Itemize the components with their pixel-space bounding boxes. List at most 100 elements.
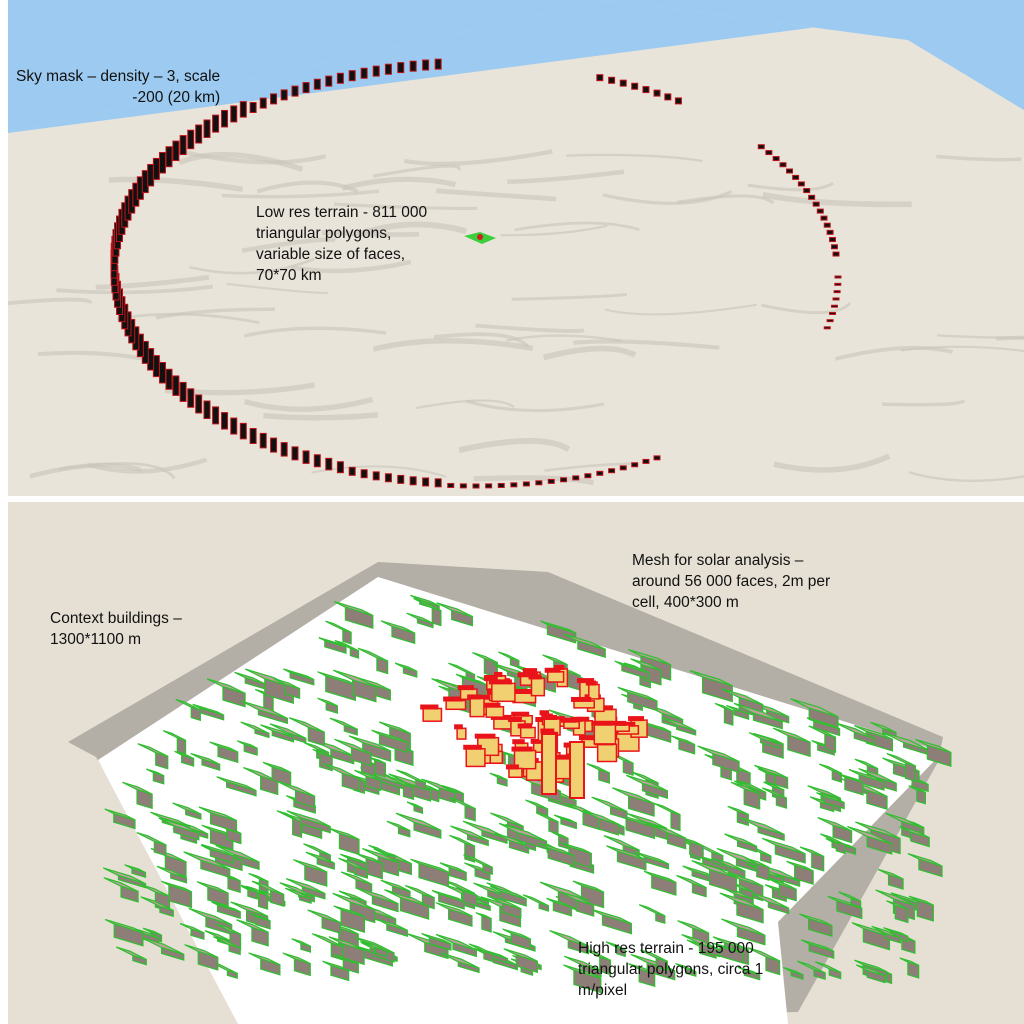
sky-mask-cell (792, 174, 800, 180)
sky-mask-cell (757, 144, 765, 150)
building-roof (560, 891, 594, 906)
building-roof (249, 912, 271, 922)
analysis-roof (454, 724, 463, 730)
building-roof (551, 831, 569, 839)
building-roof (216, 776, 257, 792)
building-roof (174, 750, 194, 760)
building-roof (724, 833, 757, 847)
building-roof (783, 966, 804, 976)
sky-mask-cell (459, 483, 467, 489)
building-roof (260, 724, 294, 738)
sky-mask-cell (152, 355, 160, 378)
sky-mask-cell (302, 82, 310, 94)
relief-line (372, 337, 534, 352)
analysis-roof (511, 746, 533, 752)
sky-mask-cell (826, 319, 834, 323)
building-roof (733, 702, 783, 723)
sky-mask-cell (336, 461, 344, 474)
building-roof (262, 761, 291, 774)
sky-mask-cell (619, 79, 627, 87)
relief-line (602, 189, 733, 205)
building-roof (719, 892, 764, 911)
sky-mask-cell (409, 476, 417, 486)
building-roof (820, 833, 846, 846)
sky-mask-ring (110, 58, 842, 489)
sky-mask-cell (360, 469, 368, 479)
building-roof (712, 936, 749, 951)
relief-line (773, 453, 891, 473)
sky-mask-cell (348, 466, 356, 476)
building-roof (273, 678, 300, 690)
terrain-scene (8, 0, 1024, 496)
building-roof (307, 909, 341, 924)
building-roof (628, 648, 671, 666)
building-roof (269, 723, 307, 739)
analysis-roof (457, 685, 474, 691)
building-roof (854, 959, 887, 973)
analysis-roof (539, 710, 550, 716)
building-roof (537, 842, 575, 857)
building-roof (689, 669, 733, 687)
building-roof (475, 912, 492, 920)
relief-line (177, 148, 327, 165)
building-roof (796, 960, 826, 974)
relief-line (747, 181, 834, 192)
building-roof (449, 834, 475, 847)
building-roof (317, 697, 338, 707)
analysis-roof (585, 680, 597, 686)
analysis-roof (522, 668, 538, 674)
building-roof (318, 637, 347, 648)
building-roof (877, 868, 904, 880)
sky-mask-cell (834, 282, 842, 286)
sky-mask-cell (325, 457, 333, 471)
sky-mask-cell (834, 275, 842, 279)
building-roof (630, 771, 659, 784)
building-roof (591, 796, 628, 813)
building-roof (450, 825, 489, 842)
sky-mask-cell (497, 482, 505, 488)
building-roof (721, 688, 764, 706)
building-roof (288, 717, 325, 733)
building-roof (907, 853, 943, 867)
building-roof (380, 879, 411, 892)
building-roof (103, 867, 146, 885)
analysis-building (456, 727, 467, 740)
analysis-building (491, 682, 516, 703)
building-roof (192, 703, 224, 716)
sky-mask-cell (372, 471, 380, 481)
building-roof (357, 647, 388, 662)
sky-mask-cell (313, 78, 321, 90)
sky-mask-cell (472, 483, 480, 489)
building-roof (606, 845, 647, 861)
building-roof (733, 780, 756, 791)
sky-mask-cell (653, 455, 661, 461)
building-roof (748, 891, 789, 909)
analysis-roof (544, 667, 561, 673)
building-roof (675, 962, 697, 973)
analysis-building (465, 748, 486, 768)
relief-line (357, 221, 467, 238)
sky-mask-label: Sky mask – density – 3, scale -200 (20 k… (16, 68, 221, 106)
sky-mask-cell (772, 156, 780, 162)
building-roof (807, 785, 841, 799)
building-roof (285, 878, 326, 895)
sky-mask-cell (422, 59, 430, 71)
building-roof (305, 851, 335, 864)
building-roof (721, 918, 766, 936)
building-roof (542, 654, 568, 666)
building-roof (183, 851, 231, 870)
building-roof (348, 735, 391, 752)
building-roof (489, 772, 508, 781)
analysis-roof (591, 720, 613, 726)
sky-mask-cell (608, 76, 616, 84)
sky-mask-cell (280, 442, 288, 457)
building-roof (158, 817, 200, 834)
building-roof (286, 810, 331, 828)
analysis-roof (610, 720, 627, 726)
building-roof (279, 882, 315, 898)
sky-mask-cell (560, 477, 568, 483)
analysis-roof (571, 696, 592, 702)
relief-line (241, 237, 337, 253)
building-roof (156, 865, 187, 879)
analysis-roof (483, 675, 502, 681)
